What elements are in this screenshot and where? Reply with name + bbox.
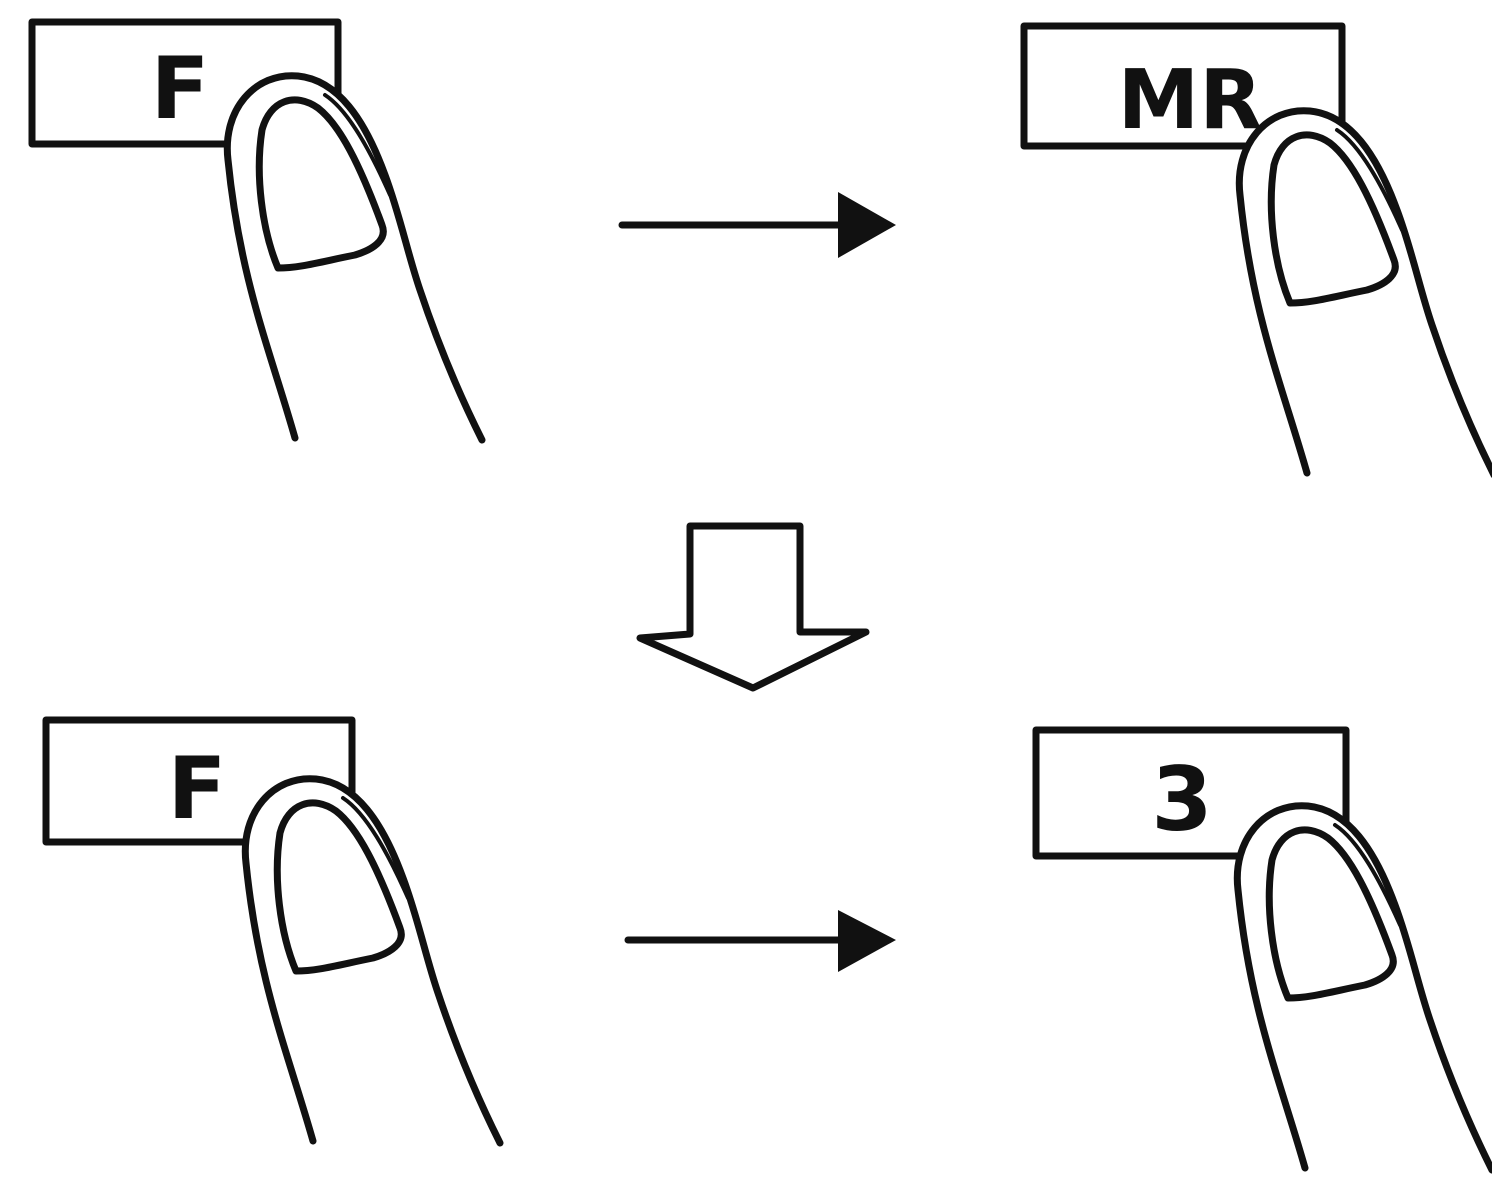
pressing-finger-icon [1233, 802, 1492, 1174]
pressing-finger-icon [223, 72, 486, 444]
key-label: F [151, 39, 210, 139]
step-1-key-f: F [28, 18, 342, 148]
step-4-key-3: 3 [1032, 726, 1350, 860]
right-arrow-icon [624, 910, 896, 972]
key-label: 3 [1151, 748, 1212, 851]
pressing-finger-icon [241, 775, 504, 1147]
key-label: F [168, 739, 227, 839]
step-3-key-f: F [42, 716, 356, 846]
key-mr-box [1020, 22, 1346, 150]
right-arrow-icon [618, 192, 896, 258]
down-arrow-outline-icon [636, 522, 870, 692]
key-3-box [1032, 726, 1350, 860]
key-f-box [28, 18, 342, 148]
key-f-box [42, 716, 356, 846]
key-label: MR [1118, 53, 1263, 148]
step-2-key-mr: MR [1020, 22, 1346, 150]
pressing-finger-icon [1235, 107, 1492, 478]
